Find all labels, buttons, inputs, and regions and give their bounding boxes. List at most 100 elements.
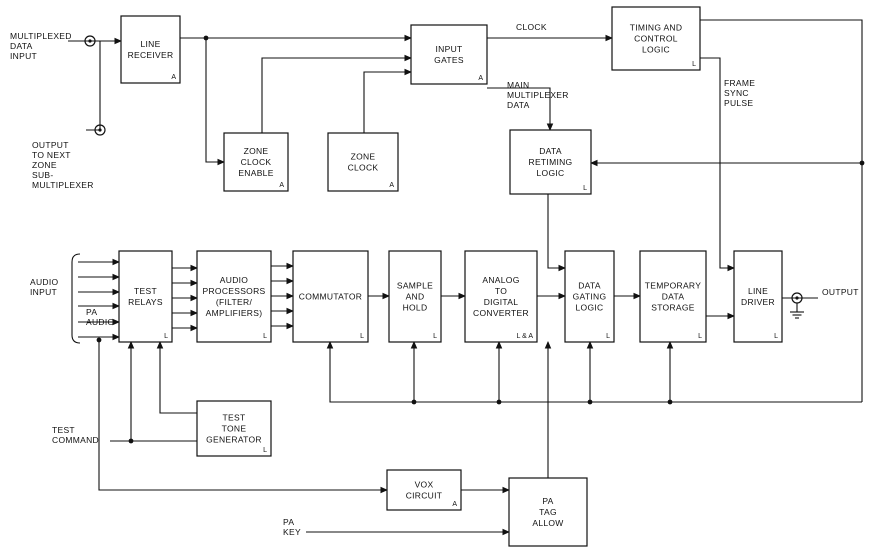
block-label-line: ZONE [351,152,376,162]
block-label-line: STORAGE [651,303,695,313]
svg-text:TEST: TEST [52,425,75,435]
svg-text:PULSE: PULSE [724,98,753,108]
block-tag: A [279,182,284,189]
block-label-line: GATING [573,292,607,302]
svg-text:SUB-: SUB- [32,170,54,180]
svg-text:MAIN: MAIN [507,80,529,90]
block-label-line: DATA [662,292,685,302]
block-tag: L [583,185,587,192]
block-label-line: TEMPORARY [645,281,701,291]
block-label-line: ALLOW [532,518,563,528]
block-tag: L & A [517,333,534,340]
block-label-line: TO [495,286,507,296]
svg-text:AUDIO: AUDIO [30,277,59,287]
svg-text:MULTIPLEXER: MULTIPLEXER [32,180,94,190]
block-label-line: LOGIC [576,303,604,313]
block-label-line: DIGITAL [484,297,519,307]
svg-text:DATA: DATA [10,41,33,51]
svg-text:FRAME: FRAME [724,78,755,88]
block-label-line: SAMPLE [397,281,433,291]
svg-text:DATA: DATA [507,100,530,110]
block-label-line: (FILTER/ [216,297,253,307]
block-label-line: LOGIC [537,168,565,178]
block-label-line: CONVERTER [473,308,529,318]
svg-text:ZONE: ZONE [32,160,57,170]
output-label: OUTPUT [822,287,859,297]
clock-label: CLOCK [516,22,547,32]
block-tag: L [692,61,696,68]
block-tag: L [698,333,702,340]
commutator-block: COMMUTATOR L [292,250,369,343]
block-label-line: LINE [140,39,160,49]
block-label-line: GENERATOR [206,435,262,445]
block-label-line: TAG [539,507,557,517]
svg-text:AUDIO: AUDIO [86,317,115,327]
block-label-line: DATA [578,281,601,291]
block-label-line: CONTROL [634,34,678,44]
block-label-line: CLOCK [348,163,379,173]
block-label-line: INPUT [436,44,463,54]
block-label-line: ZONE [244,146,269,156]
junction-dots [96,35,865,444]
block-label-line: CIRCUIT [406,491,443,501]
block-label-line: RETIMING [529,157,573,167]
block-label-line: DATA [539,146,562,156]
block-tag: L [606,333,610,340]
block-label-line: TONE [222,424,247,434]
ground-icon [790,303,804,319]
coax-connector-icon [94,124,106,136]
svg-text:PA: PA [283,517,294,527]
audio-input-bracket [71,253,81,344]
block-label-line: AMPLIFIERS) [206,308,263,318]
svg-text:PA: PA [86,307,97,317]
block-tag: L [360,333,364,340]
block-label-line: LOGIC [642,45,670,55]
block-tag: A [478,75,483,82]
svg-text:INPUT: INPUT [10,51,37,61]
svg-text:MULTIPLEXER: MULTIPLEXER [507,90,569,100]
svg-text:CLOCK: CLOCK [516,22,547,32]
block-label-line: TEST [134,286,157,296]
block-tag: L [263,333,267,340]
block-label-line: HOLD [403,303,428,313]
block-label-line: CLOCK [241,157,272,167]
block-tag: A [389,182,394,189]
svg-text:KEY: KEY [283,527,301,537]
block-label-line: PROCESSORS [203,286,266,296]
block-label-line: TIMING AND [630,23,683,33]
svg-text:OUTPUT: OUTPUT [822,287,859,297]
svg-text:TO NEXT: TO NEXT [32,150,71,160]
svg-text:COMMAND: COMMAND [52,435,99,445]
svg-text:INPUT: INPUT [30,287,57,297]
block-tag: A [452,501,457,508]
block-label-line: ENABLE [238,168,273,178]
block-label-line: COMMUTATOR [299,292,362,302]
block-label-line: LINE [748,286,768,296]
block-label-line: PA [542,496,553,506]
svg-text:MULTIPLEXED: MULTIPLEXED [10,31,72,41]
block-label-line: VOX [415,480,434,490]
block-label-line: GATES [434,55,464,65]
